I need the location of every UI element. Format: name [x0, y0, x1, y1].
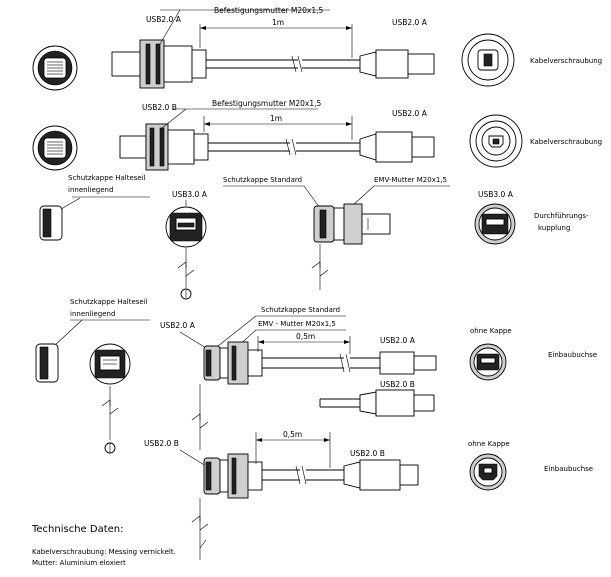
row4-usb-cable-a-label: USB2.0 A: [380, 336, 416, 345]
tech-line-2: Mutter: Aluminium eloxiert: [32, 559, 126, 567]
row1-usb-left-label: USB2.0 A: [146, 15, 182, 24]
row4-cap-rope-label-1: Schutzkappe Halteseil: [70, 298, 148, 306]
row2-dimension: [161, 108, 353, 140]
row3-right-label-1: Durchführungs-: [534, 212, 589, 220]
row2-front-view-left: [32, 125, 78, 171]
row3-usb-label: USB3.0 A: [172, 190, 208, 199]
row1-usb-right-label: USB2.0 A: [392, 18, 428, 27]
row1-nut-label: Befestigungsmutter M20x1,5: [214, 6, 324, 15]
row4-cap-std-label: Schutzkappe Standard: [261, 306, 340, 314]
tech-line-1: Kabelverschraubung: Messing vernickelt.: [32, 548, 176, 556]
row5-usb-label: USB2.0 B: [144, 439, 179, 448]
row4-right-label: Einbaubuchse: [548, 351, 597, 359]
row4-connector-side: [203, 341, 437, 385]
row5-ohne-label: ohne Kappe: [468, 440, 510, 448]
row4-cap-rope-side: [35, 343, 59, 383]
row3-cap-rope-label-2: innenliegend: [68, 186, 113, 194]
row4-usb2-front: [89, 343, 131, 385]
row4-front-view-right: [469, 343, 507, 381]
row5-length-label: 0,5m: [283, 430, 302, 439]
row1-right-label: Kabelverschraubung: [530, 57, 602, 65]
row4-usb-cable-b-label: USB2.0 B: [380, 380, 415, 389]
row4-rope-eye: [104, 442, 116, 454]
row1-front-view-right: [461, 33, 515, 87]
row2-connector-side-view: [119, 123, 435, 171]
row4-usb-b-cable: [319, 389, 435, 417]
row5-usb-cable-label: USB2.0 B: [350, 449, 385, 458]
row3-cap-rope-side: [39, 205, 63, 241]
row5-dimension: [255, 432, 331, 468]
row2-usb-right-label: USB2.0 A: [392, 109, 428, 118]
row5-right-label: Einbaubuchse: [544, 465, 593, 473]
row3-usb3-front: [165, 206, 207, 248]
row4-emv-label: EMV - Mutter M20x1,5: [258, 320, 336, 328]
row3-rope-eye: [180, 288, 192, 300]
row3-usb-right-label: USB3.0 A: [478, 190, 514, 199]
row3-cap-rope-label-1: Schutzkappe Halteseil: [68, 174, 146, 182]
row3-connector-side: [313, 203, 391, 245]
row5-connector-side: [203, 453, 419, 499]
row4-ohne-label: ohne Kappe: [470, 327, 512, 335]
row3-cap-std-label: Schutzkappe Standard: [223, 176, 302, 184]
row1-connector-side-view: [111, 39, 435, 89]
row4-length-label: 0,5m: [296, 332, 315, 341]
row1-length-label: 1m: [272, 18, 284, 27]
row4-usb-label: USB2.0 A: [160, 321, 196, 330]
row3-right-label-2: kupplung: [538, 224, 570, 232]
row3-emv-label: EMV-Mutter M20x1,5: [374, 176, 447, 184]
row1-front-view-left: [32, 45, 78, 91]
row1-dimension: [159, 9, 353, 58]
row4-dimension: [257, 336, 351, 354]
row2-usb-left-label: USB2.0 B: [142, 103, 177, 112]
tech-title: Technische Daten:: [31, 524, 124, 535]
row2-right-label: Kabelverschraubung: [530, 138, 602, 146]
row2-front-view-right: [469, 114, 523, 168]
row4-cap-rope-label-2: innenliegend: [70, 310, 115, 318]
row3-front-view-right: [474, 203, 516, 245]
row5-front-view-right: [469, 453, 507, 491]
row2-length-label: 1m: [270, 114, 282, 123]
row2-nut-label: Befestigungsmutter M20x1,5: [212, 99, 322, 108]
